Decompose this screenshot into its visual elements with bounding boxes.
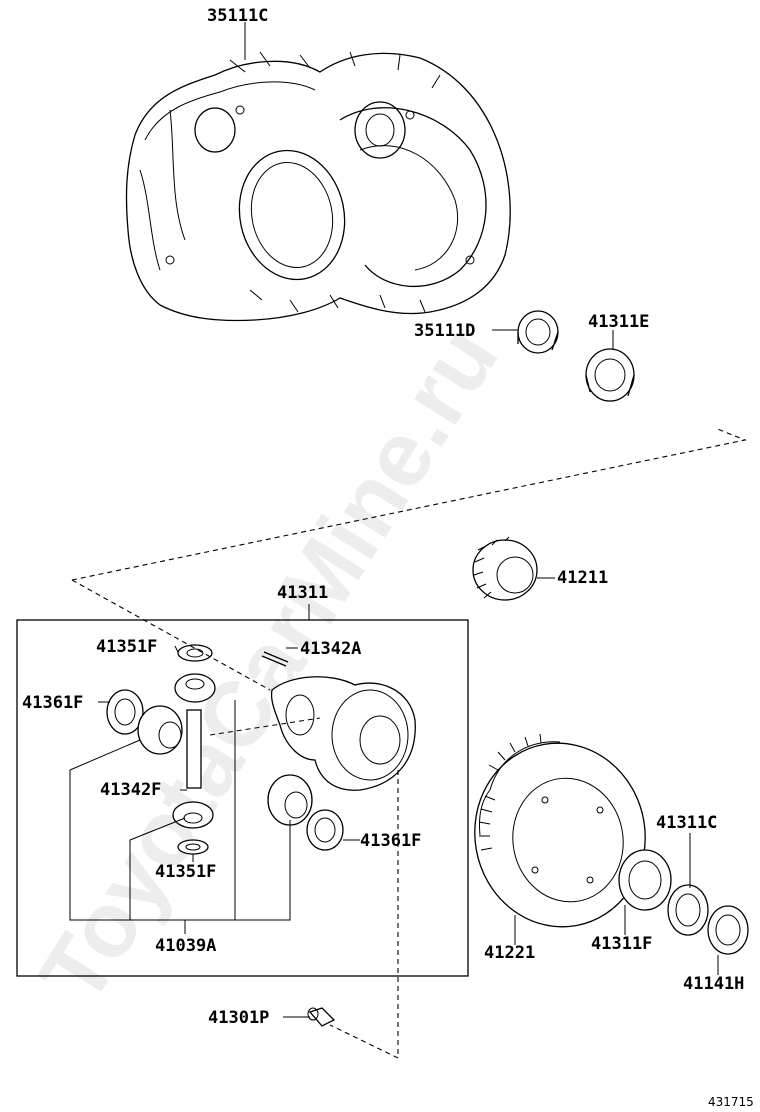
label-41361f-left[interactable]: 41361F bbox=[22, 693, 83, 713]
label-41311f[interactable]: 41311F bbox=[591, 934, 652, 954]
label-41351f-top[interactable]: 41351F bbox=[96, 637, 157, 657]
label-35111d[interactable]: 35111D bbox=[414, 321, 475, 341]
label-41342a[interactable]: 41342A bbox=[300, 639, 361, 659]
diagram-code: 431715 bbox=[708, 1095, 754, 1109]
differential-group-box bbox=[16, 619, 469, 977]
bearing-41311e-drawing bbox=[585, 348, 635, 402]
differential-case-drawing bbox=[270, 676, 416, 791]
transaxle-case-drawing bbox=[125, 51, 511, 322]
label-35111c[interactable]: 35111C bbox=[207, 6, 268, 26]
pinion-shaft-41342f-drawing bbox=[186, 709, 202, 789]
shim-41311c-drawing bbox=[667, 884, 709, 936]
label-41221[interactable]: 41221 bbox=[484, 943, 535, 963]
assembly-line-diagonal bbox=[71, 579, 271, 691]
thrust-washer-bottom-drawing bbox=[177, 839, 209, 855]
assembly-line-upper bbox=[71, 427, 747, 581]
label-41311e[interactable]: 41311E bbox=[588, 312, 649, 332]
pinion-pin-41342a-drawing bbox=[261, 651, 289, 667]
watermark: ToyotaCarMine.ru bbox=[20, 309, 517, 1021]
assembly-line-ring bbox=[209, 717, 321, 736]
assembly-line-vertical bbox=[329, 770, 399, 1059]
pinion-gear-bottom-drawing bbox=[172, 801, 214, 829]
side-gear-right-drawing bbox=[267, 774, 313, 826]
thrust-washer-top-drawing bbox=[177, 644, 213, 662]
side-gear-left-drawing bbox=[137, 705, 183, 755]
label-41039a[interactable]: 41039A bbox=[155, 936, 216, 956]
pinion-gear-top-drawing bbox=[174, 673, 216, 703]
gear-41211-drawing bbox=[472, 536, 538, 601]
bearing-41141h-drawing bbox=[707, 905, 749, 955]
bolt-41301p-drawing bbox=[307, 1007, 336, 1027]
thrust-washer-left-drawing bbox=[106, 689, 144, 735]
leader-lines bbox=[69, 22, 719, 1018]
label-41301p[interactable]: 41301P bbox=[208, 1008, 269, 1028]
label-41351f-bottom[interactable]: 41351F bbox=[155, 862, 216, 882]
label-41342f[interactable]: 41342F bbox=[100, 780, 161, 800]
bearing-41311f-drawing bbox=[618, 849, 672, 911]
oil-seal-35111d-drawing bbox=[517, 310, 559, 354]
thrust-washer-right-drawing bbox=[306, 809, 344, 851]
label-41311[interactable]: 41311 bbox=[277, 583, 328, 603]
label-41141h[interactable]: 41141H bbox=[683, 974, 744, 994]
label-41361f-right[interactable]: 41361F bbox=[360, 831, 421, 851]
label-41311c[interactable]: 41311C bbox=[656, 813, 717, 833]
label-41211[interactable]: 41211 bbox=[557, 568, 608, 588]
ring-gear-41221-drawing bbox=[474, 733, 646, 928]
